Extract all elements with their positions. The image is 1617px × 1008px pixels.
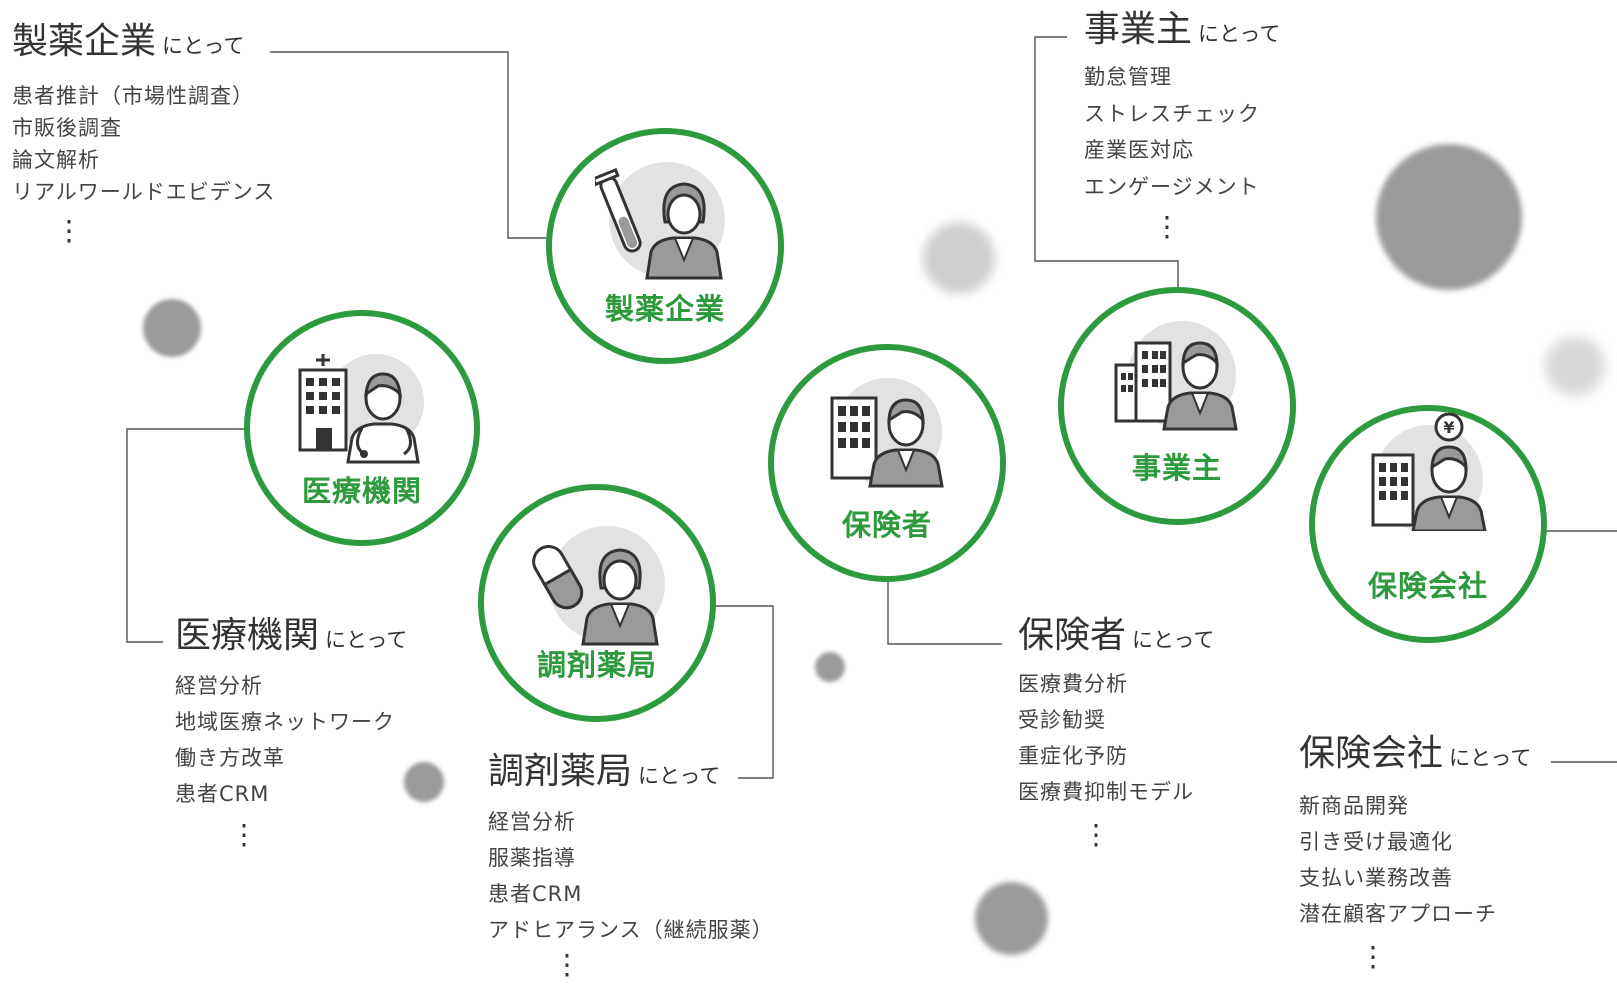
section-suffix: にとって bbox=[1132, 628, 1215, 652]
section-title: 事業主 bbox=[1084, 9, 1193, 50]
section-title: 保険者 bbox=[1018, 615, 1127, 656]
section-list-insco: 新商品開発 引き受け最適化 支払い業務改善 潜在顧客アプローチ bbox=[1299, 788, 1497, 932]
node-label: 調剤薬局 bbox=[536, 648, 657, 682]
section-title: 調剤薬局 bbox=[488, 751, 633, 792]
section-list-insurer: 医療費分析 受診勧奨 重症化予防 医療費抑制モデル bbox=[1018, 666, 1194, 810]
more-indicator: ⋮ bbox=[230, 818, 258, 851]
list-item: 医療費抑制モデル bbox=[1018, 780, 1194, 804]
list-item: 受診勧奨 bbox=[1018, 708, 1106, 732]
decor-blob bbox=[404, 762, 444, 802]
more-indicator: ⋮ bbox=[553, 948, 581, 981]
buildings-person-icon bbox=[1114, 321, 1238, 431]
more-indicator: ⋮ bbox=[1153, 210, 1181, 243]
node-insurer: 保険者 bbox=[768, 344, 1006, 582]
building-person-icon bbox=[830, 378, 944, 488]
list-item: 新商品開発 bbox=[1299, 794, 1409, 818]
node-pharmacy: 調剤薬局 bbox=[478, 484, 716, 722]
list-item: 論文解析 bbox=[12, 148, 100, 172]
connector-employer bbox=[1034, 36, 1179, 290]
node-label: 保険者 bbox=[841, 508, 932, 542]
list-item: 重症化予防 bbox=[1018, 744, 1128, 768]
list-item: 地域医療ネットワーク bbox=[175, 710, 395, 734]
list-item: 患者推計（市場性調査） bbox=[12, 84, 254, 108]
section-list-medical: 経営分析 地域医療ネットワーク 働き方改革 患者CRM bbox=[175, 668, 395, 812]
node-label: 保険会社 bbox=[1367, 569, 1488, 603]
capsule-person-icon bbox=[532, 526, 665, 646]
more-indicator: ⋮ bbox=[1359, 940, 1387, 973]
section-suffix: にとって bbox=[1449, 746, 1532, 770]
connector-pharma bbox=[270, 51, 549, 239]
section-heading-pharmacy: 調剤薬局にとって bbox=[488, 742, 720, 794]
section-title: 保険会社 bbox=[1299, 733, 1444, 774]
node-label: 医療機関 bbox=[301, 474, 422, 508]
list-item: 引き受け最適化 bbox=[1299, 830, 1453, 854]
test-tube-person-icon bbox=[595, 162, 725, 280]
list-item: 産業医対応 bbox=[1084, 138, 1194, 162]
section-list-pharma: 患者推計（市場性調査） 市販後調査 論文解析 リアルワールドエビデンス bbox=[12, 80, 275, 208]
node-insco: ¥ 保険会社 bbox=[1309, 405, 1547, 643]
list-item: ストレスチェック bbox=[1084, 101, 1260, 126]
node-employer: 事業主 bbox=[1058, 287, 1296, 525]
node-pharma: 製薬企業 bbox=[546, 128, 784, 364]
node-label: 事業主 bbox=[1131, 451, 1222, 485]
section-heading-insurer: 保険者にとって bbox=[1018, 606, 1214, 658]
section-heading-pharma: 製薬企業にとって bbox=[12, 12, 244, 64]
section-heading-employer: 事業主にとって bbox=[1084, 0, 1280, 52]
section-heading-medical: 医療機関にとって bbox=[175, 606, 407, 658]
more-indicator: ⋮ bbox=[55, 214, 83, 247]
hospital-doctor-icon bbox=[298, 354, 424, 464]
decor-blob bbox=[1545, 336, 1605, 396]
decor-blob bbox=[975, 882, 1048, 955]
decor-blob bbox=[923, 222, 995, 294]
list-item: 経営分析 bbox=[488, 810, 576, 834]
section-title: 製薬企業 bbox=[12, 21, 157, 62]
list-item: リアルワールドエビデンス bbox=[12, 180, 276, 204]
list-item: 服薬指導 bbox=[488, 846, 576, 870]
decor-blob bbox=[1376, 144, 1522, 290]
section-title: 医療機関 bbox=[175, 615, 320, 656]
node-label: 製薬企業 bbox=[604, 292, 725, 326]
section-list-employer: 勤怠管理 ストレスチェック 産業医対応 エンゲージメント bbox=[1084, 59, 1260, 205]
list-item: 患者CRM bbox=[175, 782, 270, 806]
section-suffix: にとって bbox=[638, 764, 721, 788]
list-item: 潜在顧客アプローチ bbox=[1299, 902, 1497, 926]
section-heading-insco: 保険会社にとって bbox=[1299, 724, 1531, 776]
list-item: アドヒアランス（継続服薬） bbox=[488, 918, 774, 942]
section-suffix: にとって bbox=[325, 628, 408, 652]
yen-building-person-icon: ¥ bbox=[1371, 413, 1487, 531]
list-item: 働き方改革 bbox=[175, 746, 285, 770]
list-item: 市販後調査 bbox=[12, 116, 122, 140]
list-item: 勤怠管理 bbox=[1084, 65, 1172, 89]
decor-blob bbox=[815, 652, 845, 682]
section-suffix: にとって bbox=[1198, 22, 1281, 46]
connector-insurer bbox=[887, 582, 1002, 645]
connector-medical bbox=[126, 428, 246, 643]
more-indicator: ⋮ bbox=[1082, 818, 1110, 851]
svg-text:¥: ¥ bbox=[1443, 418, 1454, 437]
list-item: 経営分析 bbox=[175, 674, 263, 698]
list-item: 支払い業務改善 bbox=[1299, 866, 1453, 890]
section-suffix: にとって bbox=[162, 34, 245, 58]
section-list-pharmacy: 経営分析 服薬指導 患者CRM アドヒアランス（継続服薬） bbox=[488, 804, 774, 948]
list-item: 医療費分析 bbox=[1018, 672, 1128, 696]
list-item: 患者CRM bbox=[488, 882, 583, 906]
node-medical: 医療機関 bbox=[244, 310, 480, 546]
decor-blob bbox=[143, 299, 201, 357]
connector-pharmacy bbox=[714, 605, 774, 779]
list-item: エンゲージメント bbox=[1084, 174, 1260, 199]
